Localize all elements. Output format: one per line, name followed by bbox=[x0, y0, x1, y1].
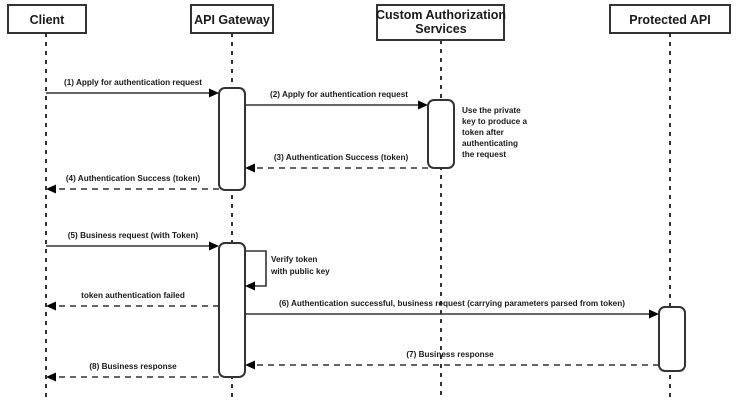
message-8-label: (8) Business response bbox=[89, 362, 177, 371]
participant-label-custom-authorization-services-line1: Custom Authorization bbox=[376, 8, 506, 22]
note-private-key-line-4: authenticating bbox=[462, 139, 518, 148]
note-private-key-line-1: Use the private bbox=[462, 106, 521, 115]
message-2-arrowhead-icon bbox=[418, 100, 428, 110]
participant-api-gateway[interactable]: API Gateway bbox=[190, 4, 274, 34]
message-token-authentication-failed-label: token authentication failed bbox=[81, 291, 185, 300]
message-7-arrowhead-icon bbox=[245, 360, 255, 370]
message-token-authentication-failed[interactable]: token authentication failed bbox=[46, 291, 219, 311]
message-self-verify-token[interactable]: Verify token with public key bbox=[245, 250, 330, 291]
participant-box-custom-authorization-services[interactable] bbox=[376, 4, 505, 41]
participant-label-custom-authorization-services-line2: Services bbox=[415, 22, 466, 36]
message-5-arrowhead-icon bbox=[209, 241, 219, 251]
note-private-key: Use the private key to produce a token a… bbox=[462, 106, 528, 159]
message-self-verify-token-label-line2: with public key bbox=[270, 267, 330, 276]
participant-box-protected-api[interactable] bbox=[609, 4, 731, 34]
message-self-verify-token-line bbox=[245, 250, 267, 287]
message-6-label: (6) Authentication successful, business … bbox=[279, 299, 625, 308]
message-1-label: (1) Apply for authentication request bbox=[64, 78, 202, 87]
message-1[interactable]: (1) Apply for authentication request bbox=[46, 78, 219, 98]
participant-custom-authorization-services[interactable]: Custom Authorization Services bbox=[376, 4, 506, 41]
participant-label-client: Client bbox=[30, 13, 66, 27]
activation-api-gateway-auth[interactable] bbox=[218, 87, 246, 191]
participant-protected-api[interactable]: Protected API bbox=[609, 4, 731, 34]
message-6-arrowhead-icon bbox=[649, 309, 659, 319]
participant-box-client[interactable] bbox=[7, 4, 87, 34]
message-8-arrowhead-icon bbox=[46, 372, 56, 382]
message-4[interactable]: (4) Authentication Success (token) bbox=[46, 174, 219, 194]
activation-bars-group bbox=[218, 87, 686, 378]
message-5[interactable]: (5) Business request (with Token) bbox=[46, 231, 219, 251]
message-7[interactable]: (7) Business response bbox=[245, 350, 659, 370]
participant-label-api-gateway: API Gateway bbox=[194, 13, 270, 27]
message-7-label: (7) Business response bbox=[406, 350, 494, 359]
message-4-label: (4) Authentication Success (token) bbox=[66, 174, 201, 183]
message-4-arrowhead-icon bbox=[46, 184, 56, 194]
participant-label-protected-api: Protected API bbox=[629, 13, 711, 27]
message-5-label: (5) Business request (with Token) bbox=[68, 231, 199, 240]
message-2-label: (2) Apply for authentication request bbox=[270, 90, 408, 99]
message-3-arrowhead-icon bbox=[245, 163, 255, 173]
message-3-label: (3) Authentication Success (token) bbox=[274, 153, 409, 162]
note-private-key-line-5: the request bbox=[462, 150, 506, 159]
message-6[interactable]: (6) Authentication successful, business … bbox=[245, 299, 659, 319]
message-token-authentication-failed-arrowhead-icon bbox=[46, 301, 56, 311]
participant-box-api-gateway[interactable] bbox=[190, 4, 274, 34]
message-self-verify-token-label-line1: Verify token bbox=[271, 255, 317, 264]
lifelines-group bbox=[45, 33, 671, 398]
activation-custom-authorization-services[interactable] bbox=[427, 99, 455, 169]
participant-client[interactable]: Client bbox=[7, 4, 87, 34]
note-private-key-line-3: token after bbox=[462, 128, 505, 137]
note-private-key-line-2: key to produce a bbox=[462, 117, 528, 126]
message-self-verify-token-arrowhead-icon bbox=[245, 281, 255, 291]
message-1-arrowhead-icon bbox=[209, 88, 219, 98]
activation-api-gateway-business[interactable] bbox=[218, 242, 246, 378]
message-8[interactable]: (8) Business response bbox=[46, 362, 219, 382]
message-2[interactable]: (2) Apply for authentication request bbox=[245, 90, 428, 110]
message-3[interactable]: (3) Authentication Success (token) bbox=[245, 153, 428, 173]
activation-protected-api[interactable] bbox=[658, 306, 686, 372]
